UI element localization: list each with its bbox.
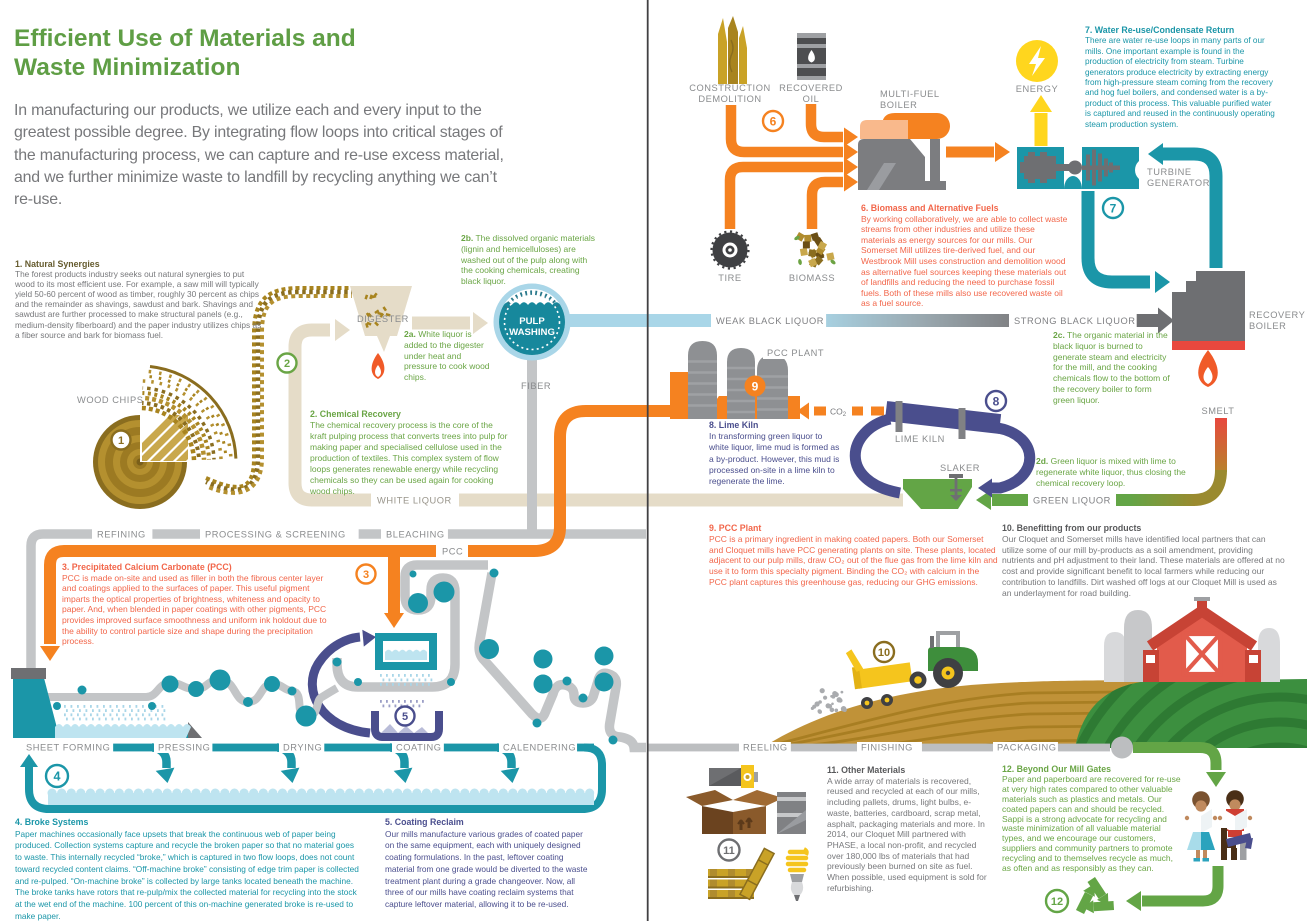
svg-text:9: 9 (752, 379, 759, 393)
svg-text:PULP: PULP (519, 316, 545, 327)
svg-text:WHITE LIQUOR: WHITE LIQUOR (377, 496, 452, 506)
svg-text:OIL: OIL (803, 94, 820, 104)
svg-text:2: 2 (284, 358, 290, 370)
svg-text:TIRE: TIRE (718, 273, 741, 283)
svg-text:WEAK BLACK LIQUOR: WEAK BLACK LIQUOR (716, 316, 824, 326)
svg-text:CO2: CO2 (830, 407, 847, 419)
svg-text:STRONG BLACK LIQUOR: STRONG BLACK LIQUOR (1014, 316, 1136, 326)
svg-text:CALENDERING: CALENDERING (503, 743, 576, 753)
svg-text:4: 4 (54, 770, 61, 784)
svg-text:FINISHING: FINISHING (861, 743, 913, 753)
svg-text:DEMOLITION: DEMOLITION (698, 94, 761, 104)
svg-text:TURBINE: TURBINE (1147, 167, 1192, 177)
svg-text:10: 10 (878, 647, 890, 659)
svg-text:SHEET FORMING: SHEET FORMING (26, 743, 110, 753)
svg-text:FIBER: FIBER (521, 381, 551, 391)
svg-text:12: 12 (1051, 896, 1063, 908)
svg-text:BOILER: BOILER (1249, 321, 1286, 331)
svg-text:PACKAGING: PACKAGING (997, 743, 1057, 753)
svg-text:DIGESTER: DIGESTER (357, 314, 409, 324)
svg-text:5: 5 (402, 711, 408, 723)
svg-text:8: 8 (993, 394, 1000, 408)
svg-text:WASHING: WASHING (509, 327, 555, 338)
svg-text:PCC: PCC (442, 547, 463, 557)
svg-text:CONSTRUCTION: CONSTRUCTION (689, 83, 771, 93)
svg-text:RECOVERED: RECOVERED (779, 83, 843, 93)
svg-text:SLAKER: SLAKER (940, 463, 980, 473)
svg-text:PRESSING: PRESSING (158, 743, 210, 753)
svg-text:COATING: COATING (396, 743, 442, 753)
svg-text:GENERATOR: GENERATOR (1147, 178, 1210, 188)
svg-text:PCC PLANT: PCC PLANT (767, 348, 824, 358)
svg-text:3: 3 (363, 569, 369, 581)
svg-text:ENERGY: ENERGY (1016, 84, 1059, 94)
svg-text:11: 11 (723, 845, 735, 857)
svg-text:MULTI-FUEL: MULTI-FUEL (880, 89, 940, 99)
svg-text:DRYING: DRYING (283, 743, 322, 753)
svg-text:BOILER: BOILER (880, 100, 917, 110)
svg-text:REELING: REELING (743, 743, 788, 753)
svg-text:PROCESSING & SCREENING: PROCESSING & SCREENING (205, 530, 346, 540)
svg-text:REFINING: REFINING (97, 530, 146, 540)
svg-text:BIOMASS: BIOMASS (789, 273, 835, 283)
svg-text:7: 7 (1110, 201, 1117, 215)
svg-text:GREEN LIQUOR: GREEN LIQUOR (1033, 496, 1111, 506)
svg-text:BLEACHING: BLEACHING (386, 530, 445, 540)
svg-text:6: 6 (770, 114, 777, 128)
svg-text:SMELT: SMELT (1201, 406, 1234, 416)
svg-text:LIME KILN: LIME KILN (895, 434, 945, 444)
svg-text:1: 1 (118, 435, 124, 447)
svg-text:WOOD CHIPS: WOOD CHIPS (77, 395, 143, 405)
svg-text:RECOVERY: RECOVERY (1249, 310, 1305, 320)
